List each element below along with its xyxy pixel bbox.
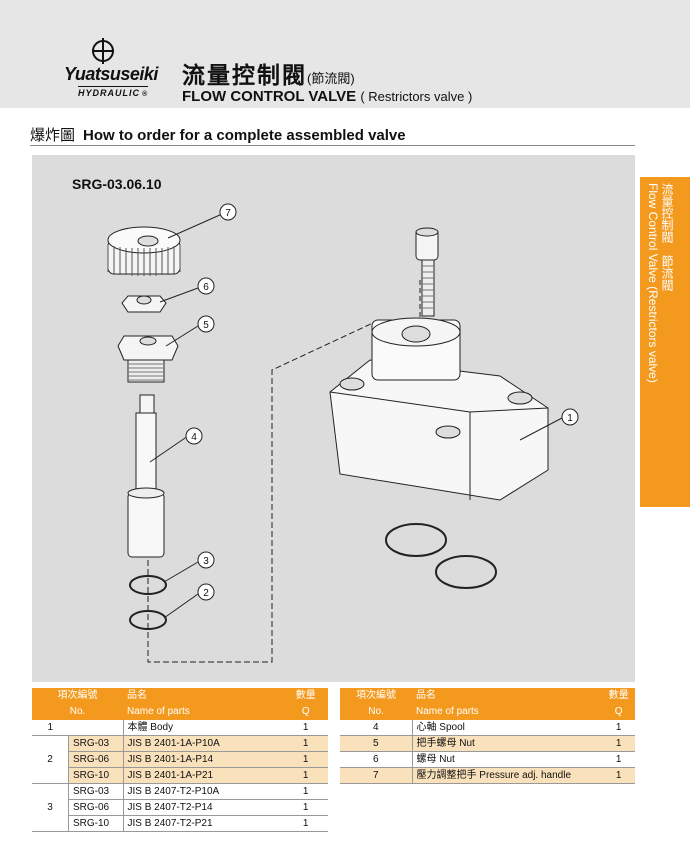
parts-table-left: 項次編號 品名 數量 No. Name of parts Q 1 本體 Body…: [32, 688, 328, 832]
page-title-cn-sub: (節流閥): [307, 71, 355, 86]
col-header-name: 品名: [123, 688, 284, 704]
section-divider: [30, 145, 635, 146]
page-title-cn: 流量控制閥(節流閥): [182, 62, 355, 88]
callout-5-circle: [197, 315, 215, 333]
col-header-no: 項次編號: [32, 688, 123, 704]
valve-body: [329, 317, 549, 501]
o-ring-2: [129, 610, 167, 630]
col-header-q: 數量: [283, 688, 328, 704]
socket-bolt: [415, 227, 439, 317]
leader-2: [163, 593, 199, 619]
leader-3: [163, 561, 199, 583]
leader-6: [159, 287, 199, 303]
table-row: SRG-06 JIS B 2407-T2-P14 1: [32, 799, 328, 816]
nut-6: [121, 295, 167, 313]
table-row: SRG-10 JIS B 2401-1A-P21 1: [32, 767, 328, 784]
leader-4: [149, 435, 189, 463]
leader-1: [519, 417, 563, 441]
table-row: 6 螺母 Nut 1: [340, 751, 635, 768]
table-row: 4 心軸 Spool 1: [340, 720, 635, 736]
page-title-en-sub: ( Restrictors valve ): [360, 89, 473, 104]
logo-circle-icon: [92, 38, 114, 64]
callout-4-circle: [185, 427, 203, 445]
table-row: 1 本體 Body 1: [32, 720, 328, 736]
parts-table-right: 項次編號 品名 數量 No. Name of parts Q 4 心軸 Spoo…: [340, 688, 635, 784]
brand-logo: Yuatsuseiki HYDRAULIC®: [64, 38, 174, 104]
callout-2-circle: [197, 583, 215, 601]
assembly-line-left: [147, 321, 376, 663]
callout-6-circle: [197, 277, 215, 295]
callout-1: 1: [567, 413, 573, 424]
body-o-ring-b: [435, 555, 497, 589]
leader-7: [167, 213, 223, 239]
nut-5: [117, 335, 179, 383]
callout-2: 2: [203, 588, 209, 599]
callout-5: 5: [203, 320, 209, 331]
page-title-en: FLOW CONTROL VALVE ( Restrictors valve ): [182, 88, 473, 105]
callout-7: 7: [225, 208, 231, 219]
spool: [127, 394, 165, 558]
callout-3-circle: [197, 551, 215, 569]
body-o-ring-a: [385, 523, 447, 557]
handle-knob: [107, 226, 181, 276]
model-code: SRG-03.06.10: [72, 176, 162, 192]
table-row: SRG-06 JIS B 2401-1A-P14 1: [32, 751, 328, 768]
table-row: 7 壓力調整把手 Pressure adj. handle 1: [340, 767, 635, 784]
o-ring-3: [129, 575, 167, 595]
callout-7-circle: [219, 203, 237, 221]
header-band: [0, 0, 690, 108]
side-tab: [640, 177, 690, 507]
brand-sub: HYDRAULIC®: [78, 86, 149, 98]
table-row: 5 把手螺母 Nut 1: [340, 735, 635, 752]
callout-1-circle: [561, 408, 579, 426]
callout-3: 3: [203, 556, 209, 567]
table-row: 2 SRG-03 JIS B 2401-1A-P10A 1: [32, 735, 328, 784]
table-row: SRG-10 JIS B 2407-T2-P21 1: [32, 815, 328, 832]
callout-4: 4: [191, 432, 197, 443]
brand-name: Yuatsuseiki: [64, 64, 158, 84]
leader-5: [165, 325, 199, 347]
callout-6: 6: [203, 282, 209, 293]
table-row: 3 SRG-03 JIS B 2407-T2-P10A 1: [32, 783, 328, 832]
